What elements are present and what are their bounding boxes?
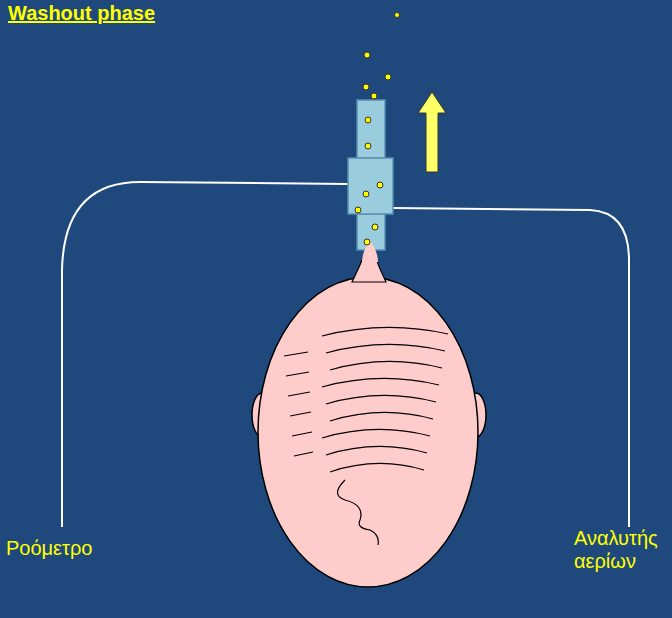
gas-analyzer-label: Αναλυτής αερίων: [574, 527, 668, 573]
slide-title: Washout phase: [8, 2, 155, 25]
flowmeter-label: Ροόμετρο: [6, 537, 166, 560]
nose-tip: [362, 240, 378, 262]
flow-arrow: [418, 92, 446, 172]
gas-bubbles: [355, 13, 400, 246]
head: [252, 240, 486, 587]
mouthpiece-tube: [348, 100, 393, 250]
